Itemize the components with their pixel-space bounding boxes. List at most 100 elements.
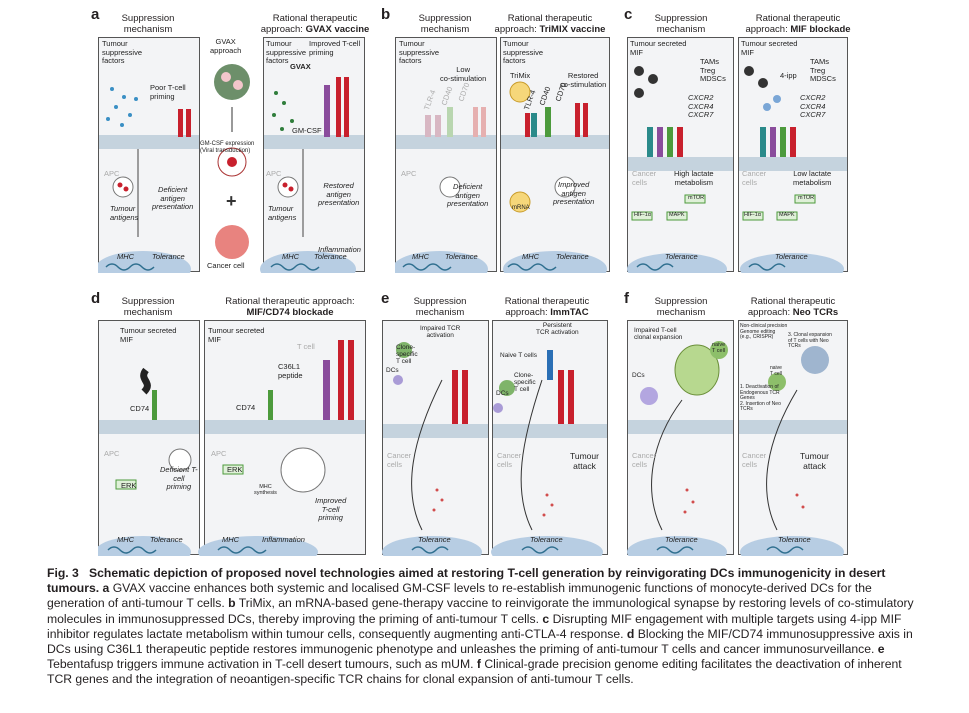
- panel-c-l-tsm: Tumour secreted MIF: [630, 39, 687, 57]
- panel-f-right-box: [738, 320, 848, 555]
- panel-b-r-restored: Restored co-stimulation: [560, 71, 607, 89]
- panel-c-letter: c: [624, 6, 633, 23]
- panel-a-l-mhc: MHC: [117, 252, 135, 261]
- caption-f-letter: f: [476, 657, 481, 672]
- panel-f-graphics: [627, 341, 847, 556]
- caption-e-text: Tebentafusp triggers immune activation i…: [47, 657, 474, 672]
- panel-d-r-apc: APC: [211, 449, 227, 458]
- panel-a-r-apc: APC: [266, 169, 282, 178]
- panel-a-l-poor: Poor T-cell priming: [150, 83, 186, 101]
- caption-a-letter: a: [102, 581, 110, 596]
- figure-caption: Fig. 3 Schematic depiction of proposed n…: [47, 566, 927, 688]
- panel-e-r-naive: Naive T cells: [500, 352, 537, 359]
- panel-a-graphics: [98, 77, 364, 273]
- panel-a-l-apc: APC: [104, 169, 120, 178]
- panel-c-l-mtor: mTOR: [688, 195, 705, 201]
- panel-d-l-tolerance: Tolerance: [150, 535, 183, 544]
- panel-c-r-tolerance: Tolerance: [775, 252, 808, 261]
- panel-e-r-persistent: Persistent TCR activation: [536, 322, 579, 336]
- panel-a-r-gmcsf: GM-CSF: [292, 126, 322, 135]
- panel-b-l-deficient: Deficient antigen presentation: [447, 182, 489, 208]
- panel-d-l-cd74: CD74: [130, 404, 150, 413]
- caption-c-letter: c: [542, 611, 550, 626]
- svg-text:+: +: [226, 191, 237, 211]
- panel-e-l-tolerance: Tolerance: [418, 535, 451, 544]
- panel-d-r-mhcs: MHC synthesis: [254, 484, 277, 496]
- panel-a-r-improved: Improved T-cell priming: [309, 39, 361, 57]
- panel-f-l-impaired: Impaired T-cell clonal expansion: [634, 327, 683, 341]
- panel-f-l-cancer: Cancer cells: [632, 451, 657, 469]
- panel-f-r-attack: Tumour attack: [800, 451, 829, 471]
- panel-d-r-mhc: MHC: [222, 535, 240, 544]
- panel-d-left-heading: Suppression mechanism: [121, 296, 175, 318]
- panel-b-r-mrna: mRNA: [512, 205, 530, 211]
- panel-a-l-antigens: Tumour antigens: [110, 204, 139, 222]
- panel-d-r-improved: Improved T-cell priming: [315, 496, 347, 522]
- panel-a-left-heading: Suppression mechanism: [121, 13, 175, 35]
- panel-a-l-tolerance: Tolerance: [152, 252, 185, 261]
- panel-b-r-mhc: MHC: [522, 252, 540, 261]
- caption-b-text: TriMix, an mRNA-based gene-therapy vacci…: [47, 596, 914, 626]
- caption-d-letter: d: [626, 626, 635, 641]
- panel-a-l-tsf: Tumour suppressive factors: [102, 39, 143, 65]
- panel-d-r-erk: ERK: [227, 465, 243, 474]
- panel-f-left-heading: Suppression mechanism: [654, 296, 708, 318]
- panel-f-r-steps: 1. Deactivation of Endogenous TCR Genes …: [740, 384, 781, 413]
- panel-c-r-tsm: Tumour secreted MIF: [741, 39, 798, 57]
- panel-b-r-improved: Improved antigen presentation: [553, 180, 595, 206]
- panel-c-l-high: High lactate metabolism: [674, 169, 714, 187]
- panel-f-l-dcs: DCs: [632, 372, 645, 379]
- caption-fig-label: Fig. 3: [47, 566, 79, 580]
- panel-d-r-c36: C36L1 peptide: [278, 362, 303, 380]
- panel-c-l-cancer: Cancer cells: [632, 169, 657, 187]
- panel-c-r-cancer: Cancer cells: [742, 169, 767, 187]
- panel-f-l-naive: naive T cell: [712, 342, 726, 354]
- panel-a-right-box: [263, 37, 365, 272]
- panel-c-r-hif: HIF-1α: [744, 212, 761, 218]
- panel-a-r-inflammation: Inflammation: [318, 245, 361, 254]
- panel-e-r-clone: Clone- specific T cell: [514, 372, 536, 393]
- panel-a-r-tsf: Tumour suppressive factors: [266, 39, 307, 65]
- panel-d-l-deficient: Deficient T- cell priming: [160, 465, 198, 491]
- panel-a-r-mhc: MHC: [282, 252, 300, 261]
- caption-d-text: Blocking the MIF/CD74 immunosuppressive …: [47, 626, 913, 657]
- panel-f-r-naive: naive T cell: [770, 365, 782, 377]
- panel-e-r-cancer: Cancer cells: [497, 451, 522, 469]
- panel-e-r-dcs: DCs: [496, 390, 509, 397]
- panel-b-right-box: [500, 37, 610, 272]
- panel-f-r-nonclinical: Non-clinical precision Genome editing (e…: [740, 323, 788, 341]
- caption-c-text: Disrupting MIF engagement with multiple …: [47, 611, 902, 641]
- panel-b-l-tsf: Tumour suppressive factors: [399, 39, 440, 65]
- panel-e-l-dcs: DCs: [386, 367, 399, 374]
- panel-a-cancer-cell-label: Cancer cell: [207, 261, 245, 270]
- panel-b-left-heading: Suppression mechanism: [418, 13, 472, 35]
- panel-b-r-trimix: TriMix: [510, 71, 531, 80]
- panel-a-letter: a: [91, 6, 100, 23]
- panel-b-l-tolerance: Tolerance: [445, 252, 478, 261]
- panel-c-l-mapk: MAPK: [669, 212, 685, 218]
- panel-a-gvax-label: GVAX approach: [210, 37, 242, 55]
- caption-b-letter: b: [228, 596, 236, 611]
- panel-c-r-low: Low lactate metabolism: [793, 169, 832, 187]
- caption-e-letter: e: [877, 642, 885, 657]
- panel-c-left-heading: Suppression mechanism: [654, 13, 708, 35]
- panel-e-r-attack: Tumour attack: [570, 451, 599, 471]
- panel-d-letter: d: [91, 290, 101, 307]
- panel-c-r-mapk: MAPK: [779, 212, 795, 218]
- panel-e-l-clone: Clone- specific T cell: [396, 344, 418, 365]
- panel-b-graphics: [395, 81, 609, 273]
- panel-b-r-tolerance: Tolerance: [556, 252, 589, 261]
- panel-c-graphics: [627, 66, 847, 273]
- panel-c-l-tams: TAMs Treg MDSCs: [700, 57, 726, 83]
- panel-b-left-box: [395, 37, 497, 272]
- panel-c-r-4ipp: 4-ipp: [780, 71, 797, 80]
- panel-c-r-mtor: mTOR: [798, 195, 815, 201]
- panel-f-l-tolerance: Tolerance: [665, 535, 698, 544]
- panel-b-l-mhc: MHC: [412, 252, 430, 261]
- panel-e-letter: e: [381, 290, 390, 307]
- caption-a-text: GVAX vaccine enhances both systemic and …: [47, 581, 872, 611]
